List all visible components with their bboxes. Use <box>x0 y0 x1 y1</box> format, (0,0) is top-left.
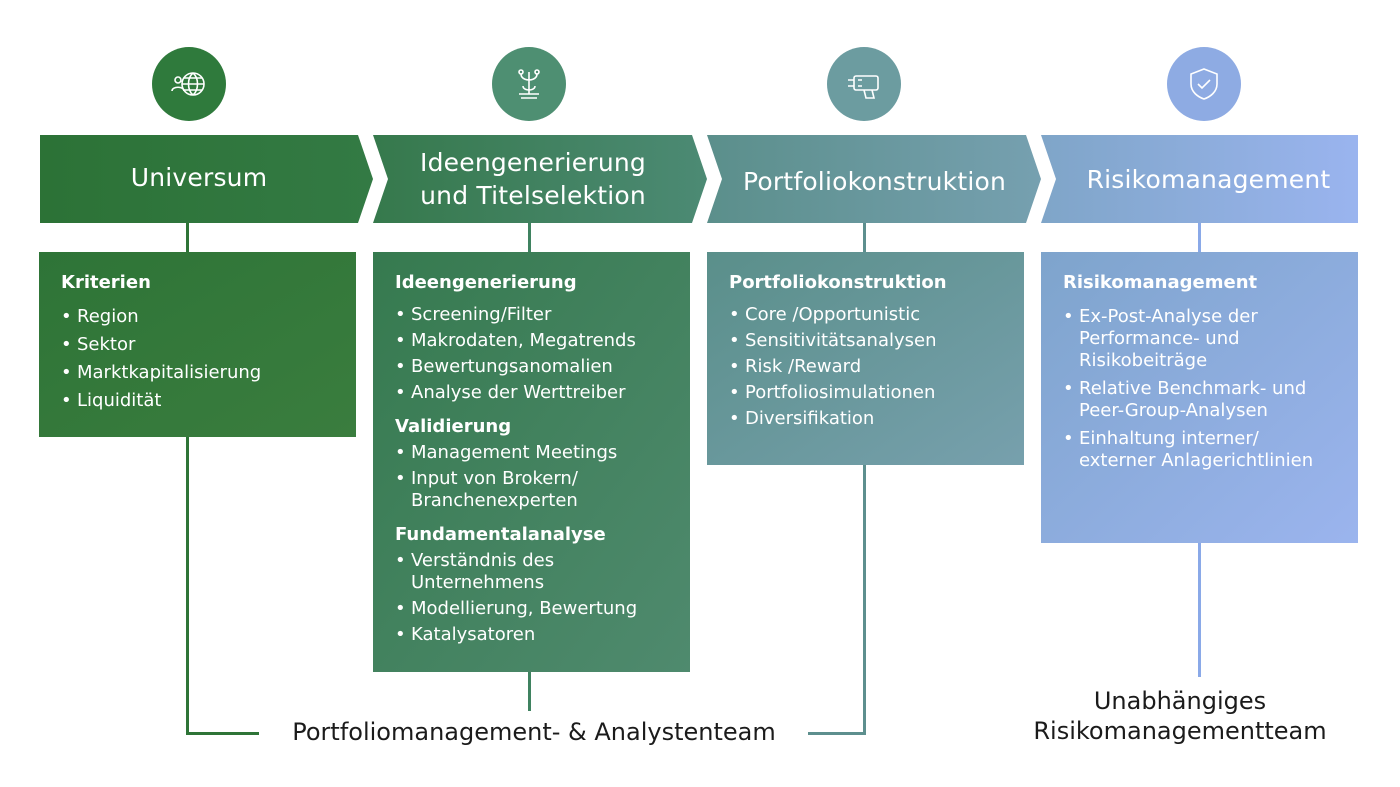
section-heading: Portfoliokonstruktion <box>729 272 947 293</box>
validation-list: Management Meetings Input von Brokern/ B… <box>395 442 680 512</box>
connector-3-top <box>863 223 866 252</box>
list-item: Sektor <box>61 334 346 356</box>
chevron-universum <box>40 135 373 223</box>
connector-1-horizontal <box>186 732 259 735</box>
stage-2-icon-circle <box>492 47 566 121</box>
connector-2-top <box>528 223 531 252</box>
connector-1-down <box>186 437 189 735</box>
list-item: Region <box>61 306 346 328</box>
list-item: Core /Opportunistic <box>729 304 1014 326</box>
section-heading: Validierung <box>395 416 512 437</box>
fundamental-list: Verständnis des Unternehmens Modellierun… <box>395 550 680 646</box>
list-item: Verständnis des Unternehmens <box>395 550 680 594</box>
section-heading: Kriterien <box>61 272 151 293</box>
list-item: Screening/Filter <box>395 304 680 326</box>
connector-2-down <box>528 672 531 711</box>
connector-4-top <box>1198 223 1201 252</box>
connector-4-down <box>1198 543 1201 677</box>
section-heading: Fundamentalanalyse <box>395 524 606 545</box>
stage-1-icon-circle <box>152 47 226 121</box>
stage-4-icon-circle <box>1167 47 1241 121</box>
chevron-risikomanagement <box>1041 135 1358 223</box>
list-item: Makrodaten, Megatrends <box>395 330 680 352</box>
ideas-box: Ideengenerierung Screening/Filter Makrod… <box>373 252 690 672</box>
stage-1-title: Universum <box>130 162 268 192</box>
list-item: Analyse der Werttreiber <box>395 382 680 404</box>
pm-analyst-team-label: Portfoliomanagement- & Analystenteam <box>292 718 776 746</box>
portfolio-box: Portfoliokonstruktion Core /Opportunisti… <box>707 252 1024 465</box>
connector-3-down <box>863 465 866 735</box>
people-globe-icon <box>171 72 205 96</box>
drill-tool-icon <box>848 75 879 99</box>
list-item: Input von Brokern/ Branchenexperten <box>395 468 680 512</box>
section-heading: Ideengenerierung <box>395 272 577 293</box>
chevron-ideengenerierung <box>373 135 707 223</box>
criteria-list: Region Sektor Marktkapitalisierung Liqui… <box>61 306 346 412</box>
stage-2-title: Ideengenerierung und Titelselektion <box>420 148 646 210</box>
plant-growth-icon <box>518 69 540 99</box>
stage-3-title: Portfoliokonstruktion <box>742 166 1007 196</box>
criteria-box: Kriterien Region Sektor Marktkapitalisie… <box>39 252 356 437</box>
list-item: Marktkapitalisierung <box>61 362 346 384</box>
list-item: Relative Benchmark- und Peer-Group-Analy… <box>1063 378 1348 422</box>
shield-check-icon <box>1190 68 1218 100</box>
risk-list: Ex-Post-Analyse der Performance- und Ris… <box>1063 306 1348 472</box>
stage-4-title: Risikomanagement <box>1086 164 1331 194</box>
ideas-list: Screening/Filter Makrodaten, Megatrends … <box>395 304 680 404</box>
list-item: Portfoliosimulationen <box>729 382 1014 404</box>
stage-3-icon-circle <box>827 47 901 121</box>
list-item: Ex-Post-Analyse der Performance- und Ris… <box>1063 306 1348 372</box>
connector-1-top <box>186 223 189 252</box>
chevron-portfoliokonstruktion <box>707 135 1041 223</box>
list-item: Management Meetings <box>395 442 680 464</box>
list-item: Sensitivitätsanalysen <box>729 330 1014 352</box>
list-item: Liquidität <box>61 390 346 412</box>
risk-team-label: Unabhängiges Risikomanagementteam <box>1033 687 1327 745</box>
list-item: Diversifikation <box>729 408 1014 430</box>
connector-3-horizontal <box>808 732 866 735</box>
list-item: Modellierung, Bewertung <box>395 598 680 620</box>
risk-box: Risikomanagement Ex-Post-Analyse der Per… <box>1041 252 1358 543</box>
section-heading: Risikomanagement <box>1063 272 1258 293</box>
list-item: Einhaltung interner/ externer Anlagerich… <box>1063 428 1348 472</box>
list-item: Risk /Reward <box>729 356 1014 378</box>
list-item: Katalysatoren <box>395 624 680 646</box>
list-item: Bewertungsanomalien <box>395 356 680 378</box>
portfolio-list: Core /Opportunistic Sensitivitätsanalyse… <box>729 304 1014 430</box>
